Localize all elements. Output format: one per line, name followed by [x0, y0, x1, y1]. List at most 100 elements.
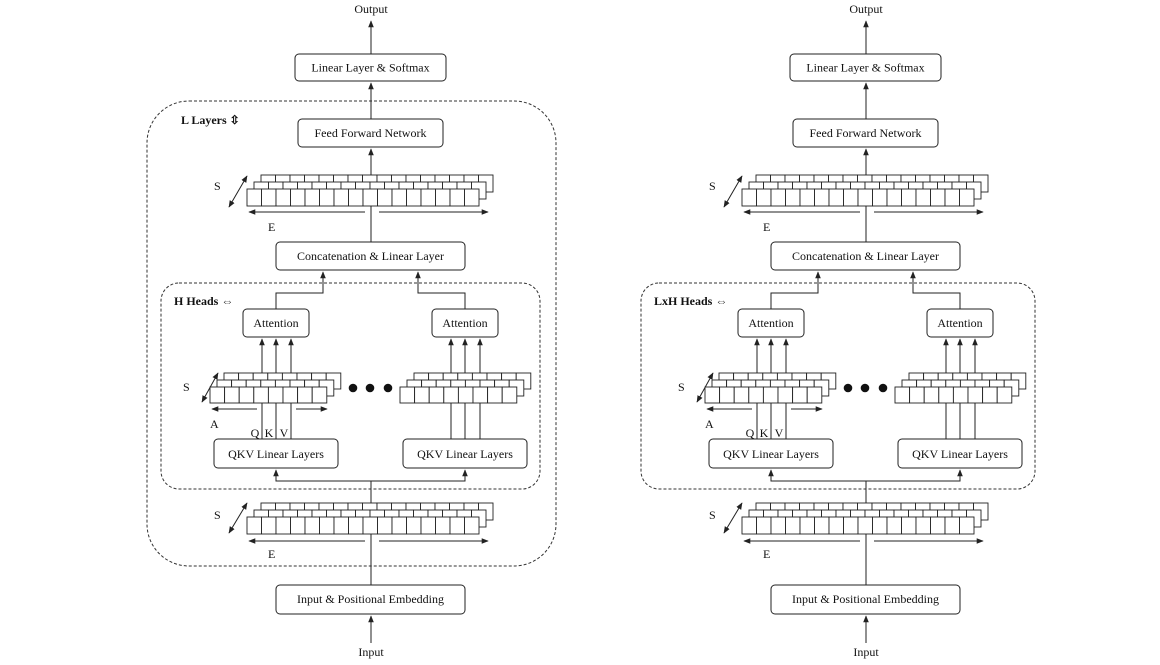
tensor-cell — [275, 516, 291, 535]
qkv-box-2 — [402, 438, 528, 469]
tensor-cell — [785, 188, 801, 207]
tensor-cell — [472, 386, 489, 404]
tensor-cell — [886, 516, 902, 535]
tensor-cell — [275, 188, 291, 207]
tensor-cell — [814, 516, 830, 535]
tensor-cell — [777, 386, 794, 404]
diagram-left: Output Linear Layer & Softmax L Layers ⇳… — [146, 2, 557, 659]
embed-box — [770, 584, 961, 615]
tensor-cell — [923, 386, 940, 404]
heads-label: LxH Heads ⇔ — [654, 294, 727, 308]
tensor-upper — [741, 174, 989, 207]
e-label-lower: E — [268, 547, 275, 561]
tensor-cell — [959, 188, 975, 207]
tensor-cell — [443, 386, 459, 404]
tensor-cell — [457, 386, 474, 404]
tensor-cell — [901, 188, 917, 207]
tensor-cell — [872, 516, 888, 535]
k-label: K — [760, 426, 769, 440]
tensor-cell — [449, 516, 465, 535]
tensor-cell — [420, 516, 436, 535]
attention-label-2: Attention — [442, 316, 487, 330]
tensor-cell — [464, 516, 480, 535]
tensor-cell — [770, 516, 786, 535]
tensor-cell — [420, 188, 436, 207]
q-label: Q — [251, 426, 260, 440]
attention-box-1 — [242, 308, 310, 338]
ffn-box — [792, 118, 939, 148]
depth-arrow-lower — [228, 502, 248, 534]
tensor-cell — [406, 188, 422, 207]
depth-arrow-upper — [228, 175, 248, 208]
tensor-cell — [814, 188, 830, 207]
s-label-head-1: S — [678, 380, 685, 394]
tensor-cell — [857, 516, 873, 535]
ellipsis-dot-1 — [843, 383, 853, 393]
layers-label: L Layers ⇳ — [181, 113, 240, 127]
tensor-cell — [996, 386, 1013, 404]
tensor-cell — [915, 188, 931, 207]
ellipsis-dot-3 — [383, 383, 393, 393]
softmax-label: Linear Layer & Softmax — [311, 61, 429, 75]
depth-arrow-lower — [723, 502, 743, 534]
v-label: V — [775, 426, 784, 440]
depth-arrow-head-1 — [201, 372, 219, 403]
ellipsis-dot-2 — [860, 383, 870, 393]
concat-box — [770, 241, 961, 271]
arrow-to-qkv-2 — [866, 469, 963, 482]
tensor-cell — [930, 516, 946, 535]
ffn-label: Feed Forward Network — [810, 126, 922, 140]
tensor-cell — [238, 386, 255, 404]
qkv-box-2 — [897, 438, 1023, 469]
qkv-box-1 — [213, 438, 339, 469]
qkv-label-2: QKV Linear Layers — [417, 447, 513, 461]
concat-label: Concatenation & Linear Layer — [297, 249, 444, 263]
embed-label: Input & Positional Embedding — [297, 592, 444, 606]
qkv-label-1: QKV Linear Layers — [723, 447, 819, 461]
tensor-cell — [435, 516, 451, 535]
tensor-cell — [304, 188, 320, 207]
e-label-upper: E — [268, 220, 275, 234]
concat-label: Concatenation & Linear Layer — [792, 249, 939, 263]
tensor-cell — [224, 386, 240, 404]
tensor-cell — [501, 386, 518, 404]
tensor-cell — [304, 516, 320, 535]
tensor-upper — [246, 174, 494, 207]
e-label-lower: E — [763, 547, 770, 561]
tensor-cell — [733, 386, 750, 404]
tensor-cell — [377, 188, 393, 207]
heads-container — [640, 282, 1036, 490]
tensor-cell — [290, 188, 306, 207]
tensor-cell — [828, 188, 844, 207]
tensor-head-2 — [894, 372, 1027, 404]
attention-label-2: Attention — [937, 316, 982, 330]
tensor-cell — [843, 516, 859, 535]
tensor-cell — [311, 386, 328, 404]
tensor-cell — [909, 386, 925, 404]
tensor-cell — [843, 188, 859, 207]
depth-arrow-upper — [723, 175, 743, 208]
a-label: A — [210, 417, 219, 431]
tensor-cell — [872, 188, 888, 207]
tensor-cell — [748, 386, 764, 404]
tensor-cell — [886, 188, 902, 207]
tensor-cell — [391, 516, 407, 535]
ellipsis-dot-1 — [348, 383, 358, 393]
arrow-attn1-to-concat — [770, 271, 821, 309]
tensor-lower — [741, 502, 989, 535]
attention-box-1 — [737, 308, 805, 338]
tensor-lower — [246, 502, 494, 535]
tensor-cell — [261, 516, 277, 535]
tensor-cell — [290, 516, 306, 535]
qkv-box-1 — [708, 438, 834, 469]
tensor-cell — [449, 188, 465, 207]
tensor-cell — [799, 516, 815, 535]
tensor-head-2 — [399, 372, 532, 404]
tensor-cell — [952, 386, 969, 404]
s-label-lower: S — [709, 508, 716, 522]
arrow-to-qkv-1 — [273, 469, 372, 505]
tensor-cell — [857, 188, 873, 207]
heads-label: H Heads ⇔ — [174, 294, 233, 308]
tensor-cell — [333, 188, 349, 207]
